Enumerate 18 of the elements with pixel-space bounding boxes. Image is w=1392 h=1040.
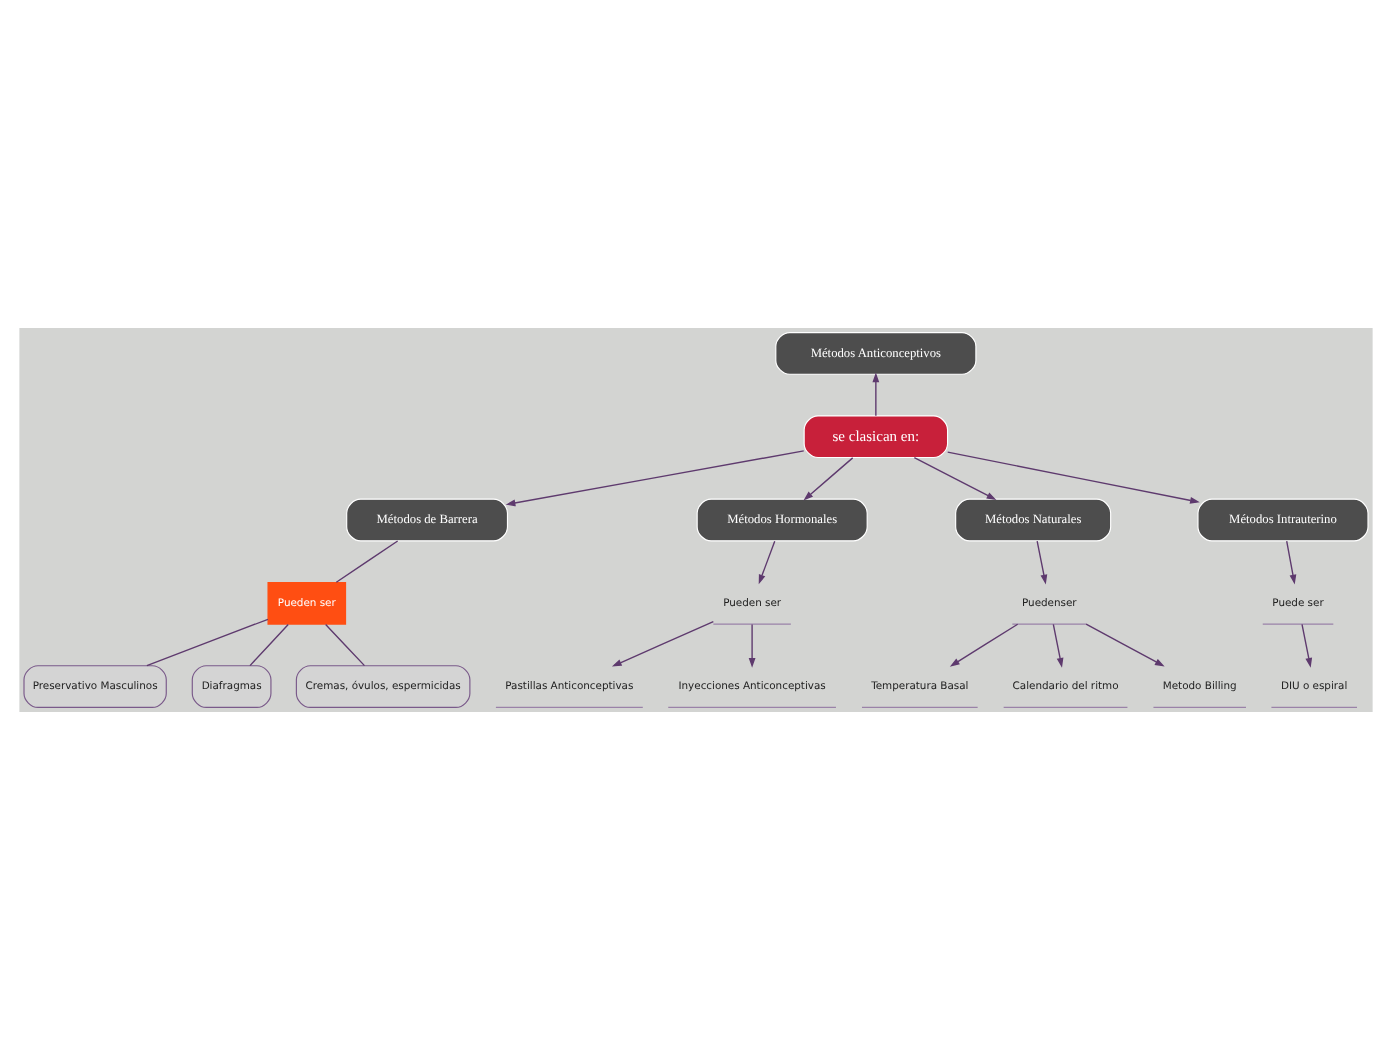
connector: [324, 623, 366, 667]
arrow: [1286, 540, 1297, 585]
arrow: [758, 540, 776, 585]
arrow: [748, 623, 756, 668]
arrow: [947, 451, 1200, 504]
connector: [146, 618, 269, 667]
arrow: [913, 457, 997, 500]
arrow: [505, 450, 805, 507]
connector: [249, 623, 289, 667]
arrow: [1052, 623, 1064, 668]
connector: [335, 540, 399, 583]
arrow: [803, 457, 854, 501]
arrow: [1036, 540, 1048, 585]
arrow: [611, 620, 715, 667]
arrow: [1301, 623, 1313, 668]
arrow: [872, 372, 880, 417]
arrow: [1085, 623, 1165, 667]
arrow: [949, 623, 1019, 667]
